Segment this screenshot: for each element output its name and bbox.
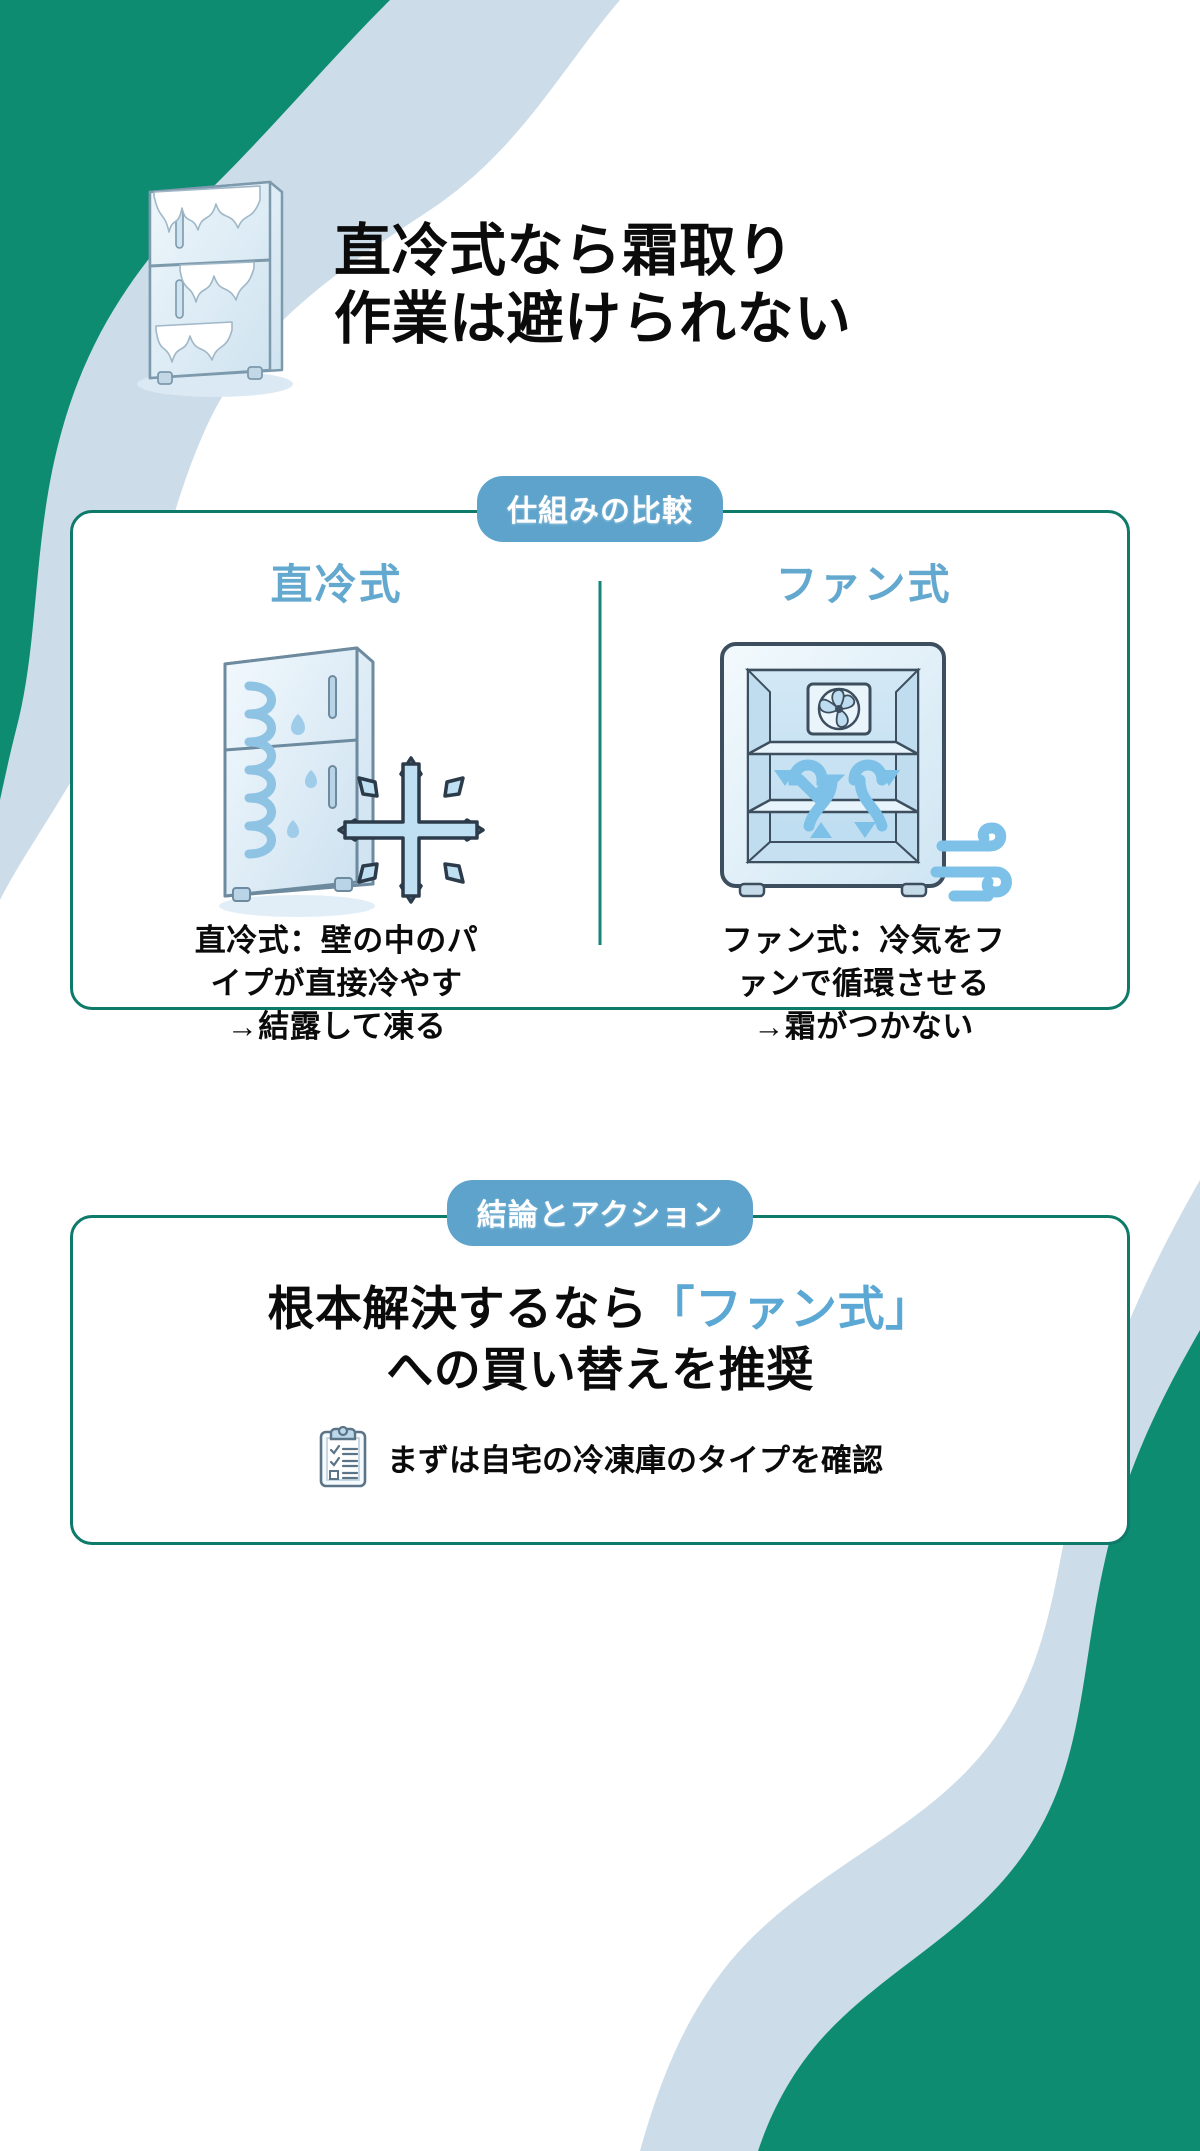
direct-cooling-illustration-wrap	[187, 630, 487, 920]
compare-badge-wrap: 仕組みの比較	[0, 476, 1200, 542]
conclusion-line-1-prefix: 根本解決するなら	[267, 1281, 648, 1335]
column-direct-cooling: 直冷式	[73, 513, 600, 1044]
conclusion-line-2: への買い替えを推奨	[386, 1343, 814, 1396]
caption-fan-line-2: ァンで循環させる	[737, 965, 990, 1001]
fan-cooling-freezer-with-airflow-icon	[719, 642, 1012, 902]
conclusion-card: 根本解決するなら「ファン式」 への買い替えを推奨	[70, 1215, 1130, 1545]
conclusion-badge-wrap: 結論とアクション	[0, 1180, 1200, 1246]
column-caption-fan: ファン式：冷気をフ ァンで循環させる →霜がつかない	[722, 920, 1006, 1048]
column-caption-direct: 直冷式：壁の中のパ イプが直接冷やす →結露して凍る	[195, 920, 479, 1048]
page-header: 直冷式なら霜取り 作業は避けられない	[0, 170, 1200, 400]
caption-fan-line-3: →霜がつかない	[753, 1008, 974, 1044]
page-title: 直冷式なら霜取り 作業は避けられない	[334, 217, 852, 354]
caption-direct-line-1: 直冷式：壁の中のパ	[194, 923, 479, 958]
conclusion-content: 根本解決するなら「ファン式」 への買い替えを推奨	[73, 1218, 1127, 1542]
conclusion-line-1: 根本解決するなら「ファン式」	[268, 1278, 933, 1339]
column-title-direct: 直冷式	[270, 561, 403, 608]
direct-cooling-fridge-with-snowflake-icon	[218, 646, 485, 917]
column-fan-cooling: ファン式	[600, 513, 1127, 1044]
conclusion-line-1-accent: 「ファン式」	[647, 1281, 933, 1335]
page-title-line-1: 直冷式なら霜取り	[334, 218, 794, 283]
fan-cooling-illustration-wrap	[704, 630, 1024, 920]
page-title-line-2: 作業は避けられない	[334, 287, 852, 351]
compare-section-badge: 仕組みの比較	[477, 476, 723, 542]
action-text: まずは自宅の冷凍庫のタイプを確認	[387, 1442, 883, 1478]
action-row: まずは自宅の冷凍庫のタイプを確認	[317, 1426, 883, 1488]
comparison-card: 直冷式	[70, 510, 1130, 1044]
conclusion-section-badge: 結論とアクション	[446, 1180, 754, 1246]
caption-fan-line-1: ファン式：冷気をフ	[721, 923, 1006, 958]
column-title-fan: ファン式	[775, 561, 952, 608]
clipboard-checklist-icon	[319, 1426, 367, 1488]
column-divider	[598, 581, 602, 945]
caption-direct-line-2: イプが直接冷やす	[210, 965, 463, 1001]
caption-direct-line-3: →結露して凍る	[226, 1008, 447, 1044]
frosted-refrigerator-icon	[137, 180, 293, 397]
comparison-columns: 直冷式	[73, 513, 1127, 1044]
